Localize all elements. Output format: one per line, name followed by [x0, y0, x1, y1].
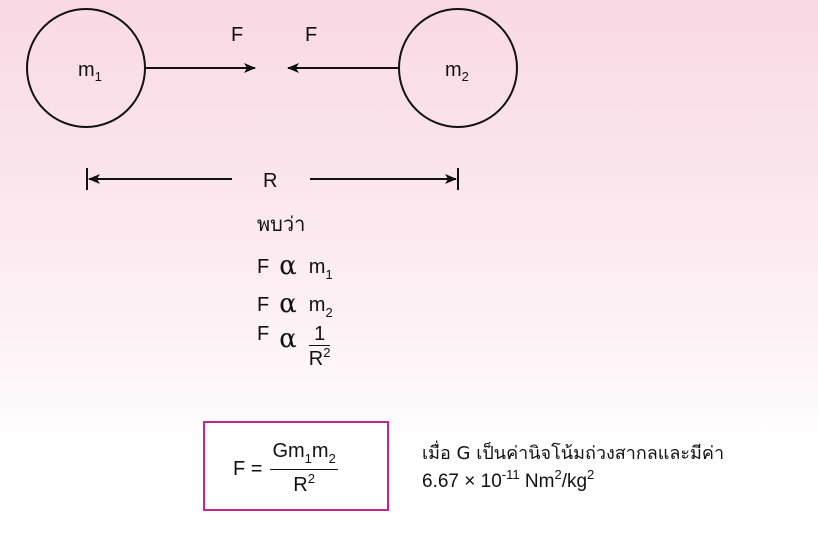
- force-label-right: F: [305, 24, 317, 46]
- note-line2: 6.67 × 10-11 Nm2/kg2: [422, 467, 595, 492]
- fraction-numerator: 1: [308, 323, 331, 346]
- fraction-denominator: R2: [308, 345, 331, 370]
- distance-label: R: [263, 170, 277, 192]
- relation-f: F: [257, 323, 270, 345]
- alpha-symbol: α: [279, 289, 297, 319]
- formula-denominator: R2: [293, 471, 315, 496]
- relation-f: F: [257, 256, 270, 278]
- alpha-symbol: α: [279, 324, 297, 354]
- note-line1: เมื่อ G เป็นค่านิจโน้มถ่วงสากลและมีค่า: [422, 443, 725, 464]
- relation-sub: 2: [325, 305, 333, 320]
- mass1-circle: [26, 8, 146, 128]
- formula-numerator: Gm1m2: [270, 437, 338, 470]
- inverse-square-fraction: 1 R2: [308, 323, 331, 374]
- gravitation-formula: F = Gm1m2 R2: [233, 437, 338, 502]
- formula-fraction: Gm1m2 R2: [270, 437, 338, 502]
- constant-note: เมื่อ G เป็นค่านิจโน้มถ่วงสากลและมีค่า 6…: [422, 440, 724, 497]
- formula-lhs: F =: [233, 458, 263, 480]
- relation-f: F: [257, 294, 270, 316]
- force-label-left: F: [231, 24, 243, 46]
- mass1-label: m1: [78, 59, 102, 84]
- relation-sub: 1: [325, 267, 333, 282]
- relation-m: m: [308, 256, 326, 278]
- alpha-symbol: α: [279, 251, 297, 281]
- relations-heading: พบว่า: [257, 212, 306, 236]
- mass2-label: m2: [445, 59, 469, 84]
- relation-m: m: [308, 294, 326, 316]
- gravitation-formula-box: F = Gm1m2 R2: [203, 421, 389, 511]
